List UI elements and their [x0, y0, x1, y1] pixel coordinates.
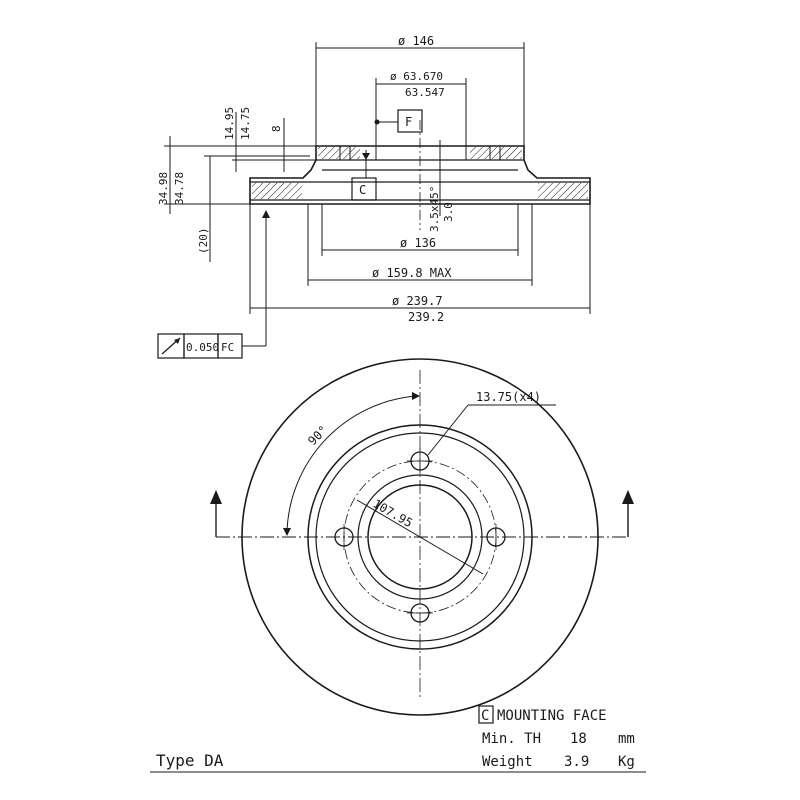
datum-f-dot	[374, 119, 380, 125]
mounting-text: MOUNTING FACE	[497, 708, 607, 724]
angle-arc	[286, 395, 417, 533]
notes-block: C MOUNTING FACE Min. TH 18 mm Weight 3.9…	[150, 705, 646, 773]
dim-total-b: 34.78	[173, 172, 186, 205]
dim-3-text: 3.0	[442, 202, 455, 222]
section-arrow-right-head-icon	[622, 490, 634, 504]
angle-text: 90°	[305, 423, 330, 448]
dim-239-a: ø 239.7	[392, 294, 443, 308]
dim-thk-b: 14.75	[239, 107, 252, 140]
tol-ref-text: FC	[221, 341, 234, 354]
c-box-text: C	[481, 708, 489, 724]
dim-total-a: 34.98	[157, 172, 170, 205]
weight-unit: Kg	[618, 754, 635, 770]
angle-arrow-left	[283, 528, 291, 536]
datum-c-text: C	[359, 183, 366, 197]
dim-136-text: ø 136	[400, 236, 436, 250]
dim-146-text: ø 146	[398, 34, 434, 48]
hatch-flange-right	[538, 183, 588, 199]
min-value: 18	[570, 731, 587, 747]
dim-63-lower: 63.547	[405, 86, 445, 99]
datum-c-box	[351, 177, 377, 201]
angle-arrow-top	[412, 392, 420, 400]
hatch-flange-left	[252, 183, 302, 199]
pcd-text: 107.95	[371, 496, 416, 530]
tol-leader-arrow	[262, 210, 270, 218]
dim-chamfer-text: 3.5x45°	[428, 186, 441, 232]
hatch-right	[470, 147, 522, 159]
weight-value: 3.9	[564, 754, 589, 770]
hatch-left	[318, 147, 360, 159]
weight-label: Weight	[482, 754, 533, 770]
min-label: Min. TH	[482, 731, 541, 747]
front-view: 90° 13.75(x4) 107.95	[210, 358, 634, 716]
dim-63-upper: ø 63.670	[390, 70, 443, 83]
c-box	[478, 705, 494, 724]
dim-20-text: (20)	[197, 228, 210, 255]
dim-159-text: ø 159.8 MAX	[372, 266, 452, 280]
tol-value-text: 0.050	[186, 341, 219, 354]
section-arrow-left-head-icon	[210, 490, 222, 504]
datum-f-box	[397, 109, 423, 133]
dim-239-b: 239.2	[408, 310, 444, 324]
dim-8-text: 8	[270, 125, 283, 132]
type-label: Type DA	[156, 751, 224, 770]
section-view: ø 146 ø 63.670 63.547 F C 14.95 14.75 8 …	[157, 34, 591, 359]
hole-leader	[427, 404, 469, 456]
hole-callout-text: 13.75(x4)	[476, 390, 541, 404]
runout-arrow-icon	[174, 338, 180, 344]
datum-c-triangle	[362, 153, 370, 160]
dim-thk-a: 14.95	[223, 107, 236, 140]
min-unit: mm	[618, 731, 635, 747]
datum-f-text: F	[405, 115, 412, 129]
pcd-dim-line	[356, 499, 484, 575]
